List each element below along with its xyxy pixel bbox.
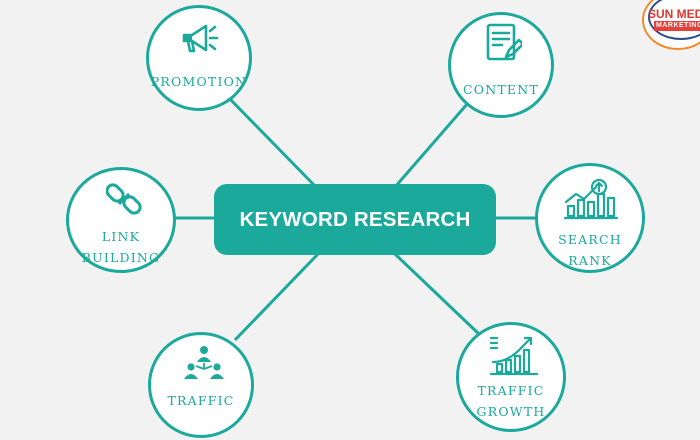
chain-link-icon <box>106 183 142 215</box>
logo-line2: MARKETING <box>654 21 700 31</box>
node-traffic-label: TRAFFIC <box>167 393 235 408</box>
node-search-rank-label: SEARCH RANK <box>558 232 622 268</box>
people-network-icon <box>184 346 224 379</box>
megaphone-icon <box>182 24 219 53</box>
node-link-building: LINK BUILDING <box>66 167 176 273</box>
connector-content <box>393 102 470 188</box>
node-promotion: PROMOTION <box>146 5 252 111</box>
node-search-rank: SEARCH RANK <box>535 163 645 273</box>
logo-line1: SUN MEDIA <box>648 7 700 21</box>
growth-chart-icon <box>489 336 539 376</box>
connector-traffic-growth <box>393 252 482 337</box>
node-traffic-growth-label: TRAFFIC GROWTH <box>476 383 546 419</box>
center-topic-label: KEYWORD RESEARCH <box>239 207 471 231</box>
rank-chart-icon <box>564 178 618 220</box>
document-edit-icon <box>486 23 522 61</box>
node-content-label: CONTENT <box>463 82 539 97</box>
logo-ring <box>648 0 700 40</box>
node-traffic-growth: TRAFFIC GROWTH <box>456 322 566 432</box>
node-traffic: TRAFFIC <box>148 332 254 438</box>
node-promotion-label: PROMOTION <box>150 74 248 89</box>
connector-promotion <box>224 93 318 189</box>
node-content: CONTENT <box>448 12 554 118</box>
connector-traffic <box>233 252 320 342</box>
center-topic: KEYWORD RESEARCH <box>214 184 496 255</box>
node-link-building-label: LINK BUILDING <box>81 229 161 265</box>
